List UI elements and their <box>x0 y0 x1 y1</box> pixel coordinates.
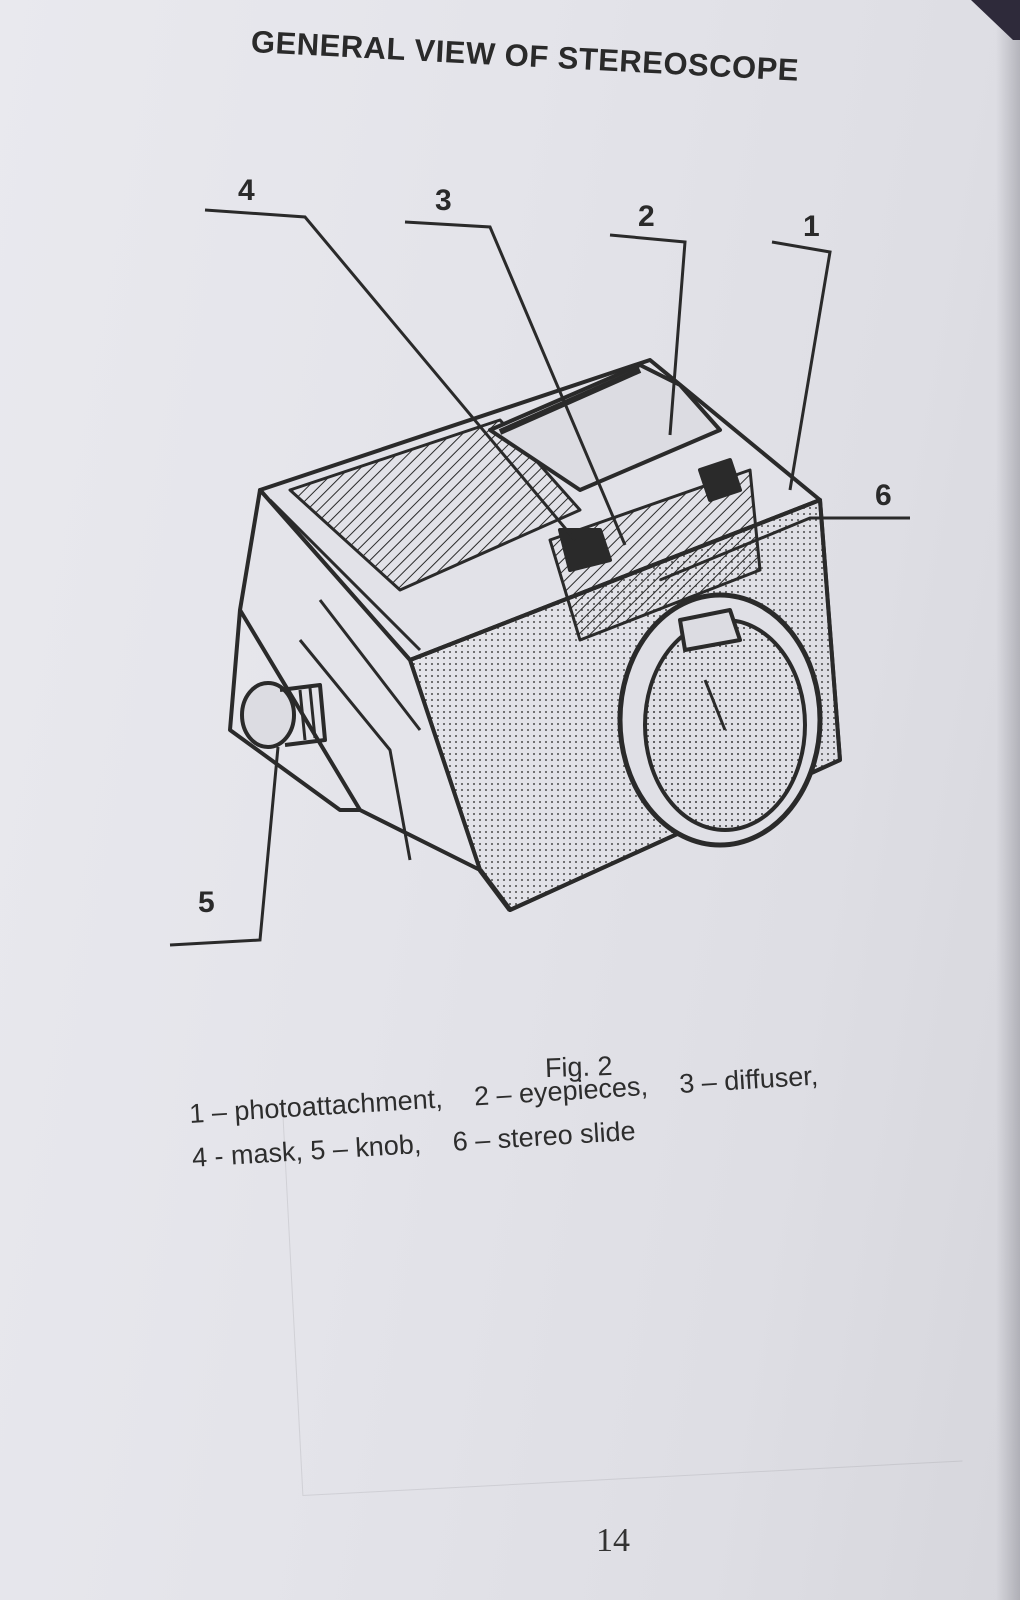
page-edge-shadow <box>996 0 1020 1600</box>
legend-item-mask-knob: 4 - mask, 5 – knob, <box>191 1128 423 1173</box>
legend-item-stereo-slide: 6 – stereo slide <box>451 1115 637 1157</box>
callout-6: 6 <box>875 479 892 512</box>
callout-5: 5 <box>198 886 215 919</box>
callout-4: 4 <box>238 174 255 207</box>
page-number: 14 <box>596 1522 630 1559</box>
stereoscope-body <box>228 358 842 912</box>
legend-item-diffuser: 3 – diffuser, <box>678 1060 820 1099</box>
stereoscope-drawing: 4 3 2 1 6 5 <box>169 174 910 947</box>
callout-2: 2 <box>638 200 655 233</box>
callout-3: 3 <box>435 184 452 217</box>
stereoscope-figure: 4 3 2 1 6 5 <box>160 170 920 970</box>
callout-1: 1 <box>803 210 820 243</box>
callout-leaders <box>169 208 910 947</box>
legend-item-eyepieces: 2 – eyepieces, <box>473 1070 649 1112</box>
